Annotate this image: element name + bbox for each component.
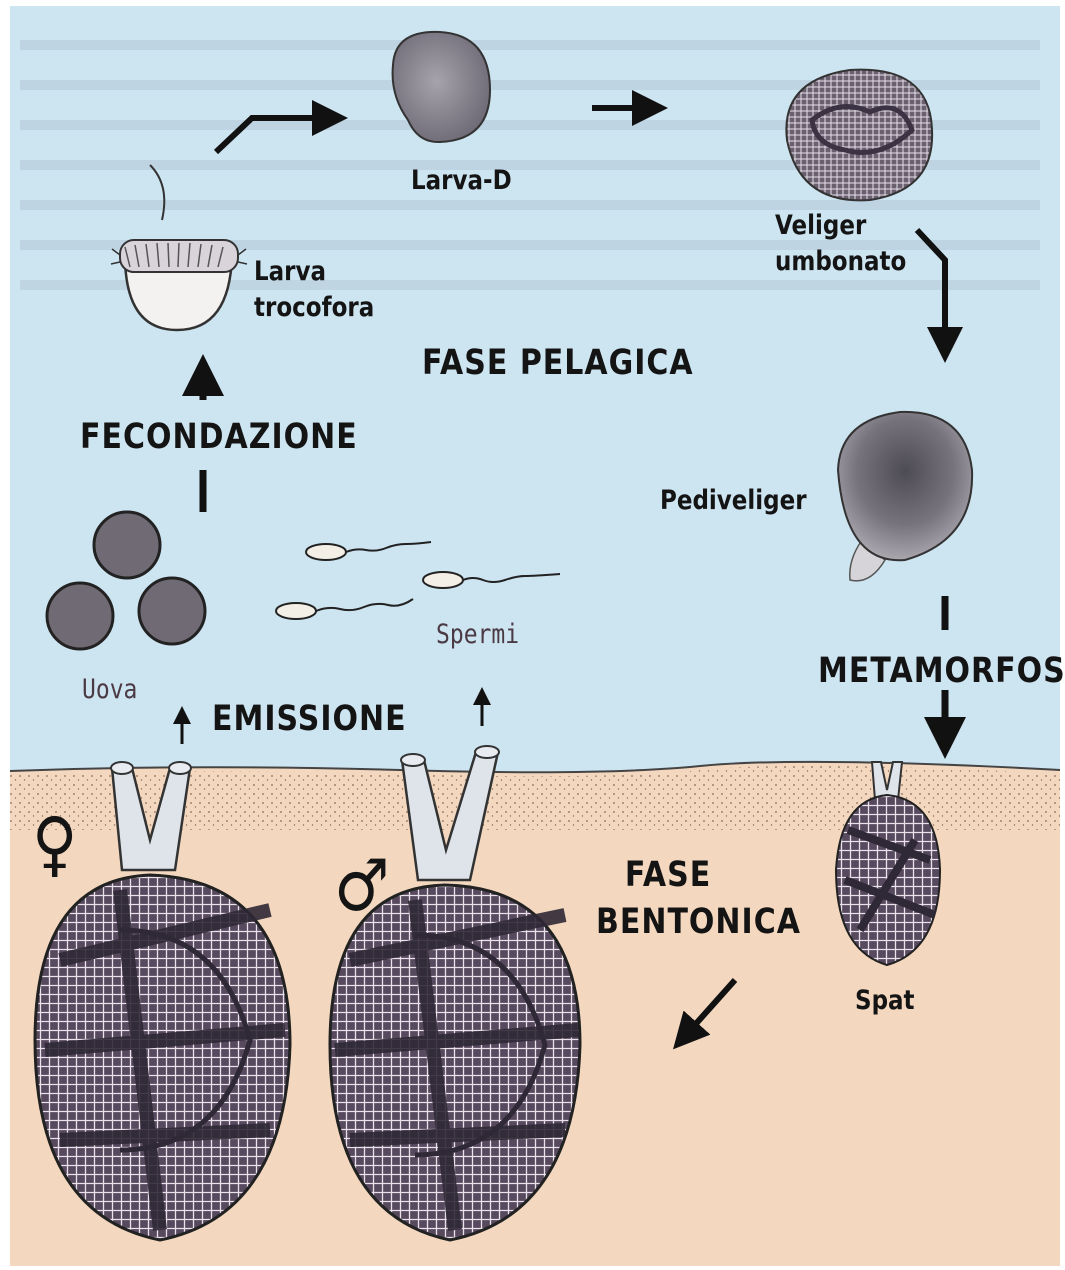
benthic-phase-label-line1: FASE <box>598 856 738 895</box>
trochophore-label-line2: trocofora <box>254 294 374 324</box>
veliger-label-line2: umbonato <box>775 248 906 278</box>
veliger-label-line1: Veliger <box>775 212 866 242</box>
benthic-phase-label-line2: BENTONICA <box>596 903 801 942</box>
d-larva-label: Larva-D <box>411 167 512 197</box>
eggs-label: Uova <box>82 676 137 706</box>
sperm-label: Spermi <box>436 621 519 651</box>
larva-icon <box>786 70 932 201</box>
female-symbol-icon: ♀ <box>32 808 77 879</box>
trochophore-label-line1: Larva <box>254 258 326 288</box>
fertilization-label: FECONDAZIONE <box>80 418 358 457</box>
pelagic-phase-label: FASE PELAGICA <box>422 344 694 383</box>
male-symbol-icon: ♂ <box>334 850 390 921</box>
pediveliger-label: Pediveliger <box>660 487 807 517</box>
metamorphosis-label: METAMORFOSI <box>818 652 1065 691</box>
emission-label: EMISSIONE <box>212 700 407 739</box>
spat-label: Spat <box>855 987 915 1017</box>
